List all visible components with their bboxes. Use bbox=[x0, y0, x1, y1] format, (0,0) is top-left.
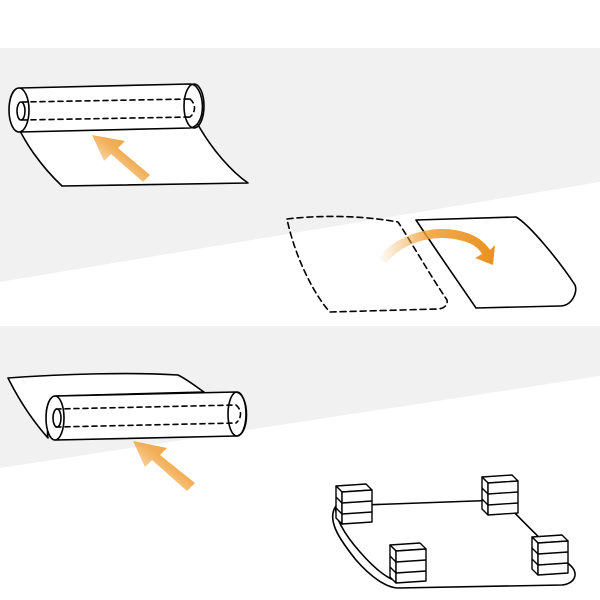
sheet-before-dashed bbox=[286, 215, 448, 313]
block-stack-front-left bbox=[389, 542, 427, 584]
orange-arrow-up-2 bbox=[133, 441, 195, 491]
roll2-core-dashed bbox=[55, 404, 242, 428]
roll-core-end bbox=[16, 101, 26, 121]
roll2-core-end bbox=[52, 408, 62, 428]
step-flip-illustration bbox=[286, 215, 577, 313]
roll2-end-left bbox=[45, 395, 65, 441]
roll2-end-right bbox=[227, 391, 247, 437]
roll-body-2 bbox=[45, 391, 248, 441]
step-unroll-illustration bbox=[8, 83, 249, 187]
block-stack-front-right bbox=[531, 534, 569, 576]
roll-end-left bbox=[8, 87, 30, 133]
block-stack-back-right bbox=[481, 474, 519, 516]
block-stack-back-left bbox=[335, 483, 373, 525]
sheet-after-solid bbox=[415, 216, 577, 309]
step-roll-illustration bbox=[7, 372, 248, 441]
roll-core-dashed bbox=[21, 98, 196, 121]
roll-end-right bbox=[183, 83, 205, 129]
roll-body bbox=[8, 83, 204, 133]
orange-curved-arrow bbox=[378, 228, 495, 265]
orange-arrow-up-1 bbox=[92, 135, 150, 182]
sheet-outline-roll bbox=[7, 372, 205, 439]
